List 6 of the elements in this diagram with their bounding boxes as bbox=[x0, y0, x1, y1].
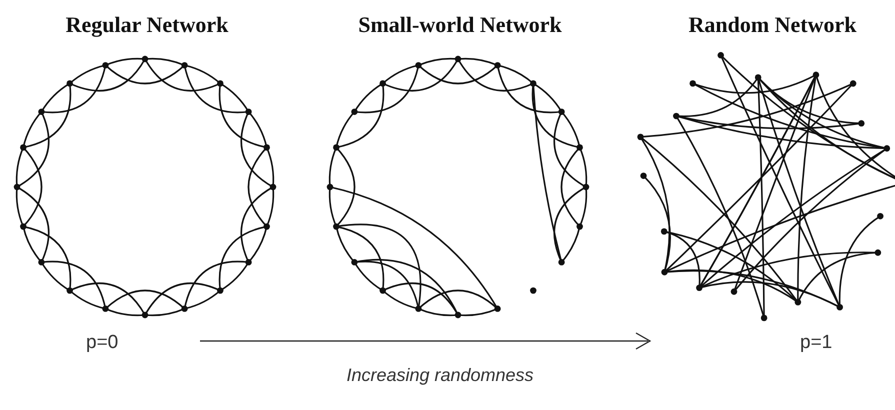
probability-label: p=0 bbox=[86, 331, 118, 355]
axis-caption: Increasing randomness bbox=[345, 364, 535, 387]
network-title: Regular Network bbox=[66, 12, 228, 37]
probability-label: p=1 bbox=[800, 331, 832, 355]
network-title: Small-world Network bbox=[358, 12, 562, 37]
network-title: Random Network bbox=[688, 12, 857, 37]
